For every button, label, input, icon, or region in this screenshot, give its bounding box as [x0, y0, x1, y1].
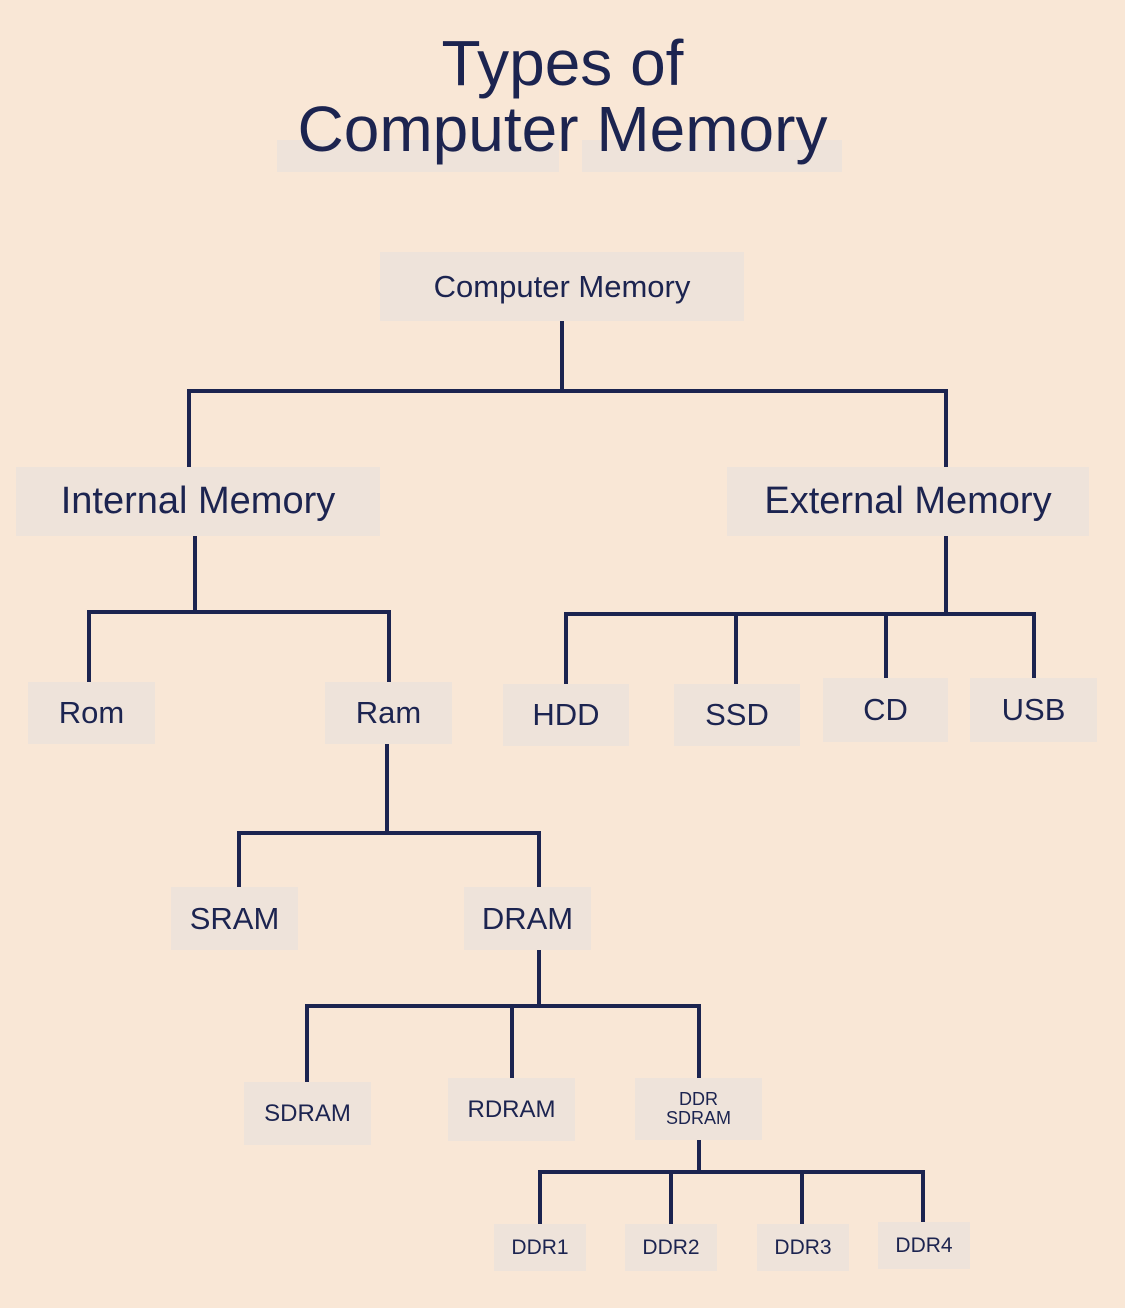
node-dram: DRAM [464, 887, 591, 950]
node-ram: Ram [325, 682, 452, 744]
node-ddr-sdram: DDR SDRAM [635, 1078, 762, 1140]
node-hdd: HDD [503, 684, 629, 746]
node-ddr3: DDR3 [757, 1224, 849, 1271]
node-label: RDRAM [467, 1095, 556, 1123]
node-external-memory: External Memory [727, 467, 1089, 536]
node-label: Internal Memory [60, 480, 336, 522]
title-highlight-right [582, 140, 842, 172]
node-rom: Rom [28, 682, 155, 744]
title-line-2: Computer Memory [297, 93, 828, 165]
node-sdram: SDRAM [244, 1082, 371, 1145]
node-label: SDRAM [264, 1099, 351, 1127]
node-label: CD [863, 692, 908, 727]
node-label: USB [1001, 692, 1066, 727]
node-internal-memory: Internal Memory [16, 467, 380, 536]
node-label: DDR2 [642, 1236, 700, 1259]
page-title: Types of Computer Memory [0, 30, 1125, 162]
node-label: Ram [355, 695, 422, 730]
node-ssd: SSD [674, 684, 800, 746]
node-ddr1: DDR1 [494, 1224, 586, 1271]
node-label: Computer Memory [433, 268, 691, 304]
node-label: HDD [532, 697, 600, 732]
node-label: DDR4 [895, 1234, 953, 1257]
node-label: External Memory [764, 480, 1052, 522]
node-computer-memory: Computer Memory [380, 252, 744, 321]
node-label-line-1: DDR [679, 1089, 718, 1109]
node-label: Rom [58, 695, 125, 730]
node-usb: USB [970, 678, 1097, 742]
node-sram: SRAM [171, 887, 298, 950]
node-ddr2: DDR2 [625, 1224, 717, 1271]
node-ddr4: DDR4 [878, 1222, 970, 1269]
node-label: SRAM [189, 900, 280, 936]
node-label: DDR3 [774, 1236, 832, 1259]
node-rdram: RDRAM [448, 1078, 575, 1141]
node-label: DRAM [481, 900, 574, 936]
title-line-1: Types of [441, 27, 684, 99]
node-label-line-2: SDRAM [665, 1108, 731, 1128]
node-label: SSD [705, 697, 769, 732]
title-highlight-left [277, 140, 559, 172]
node-label: DDR1 [511, 1236, 569, 1259]
node-cd: CD [823, 678, 948, 742]
